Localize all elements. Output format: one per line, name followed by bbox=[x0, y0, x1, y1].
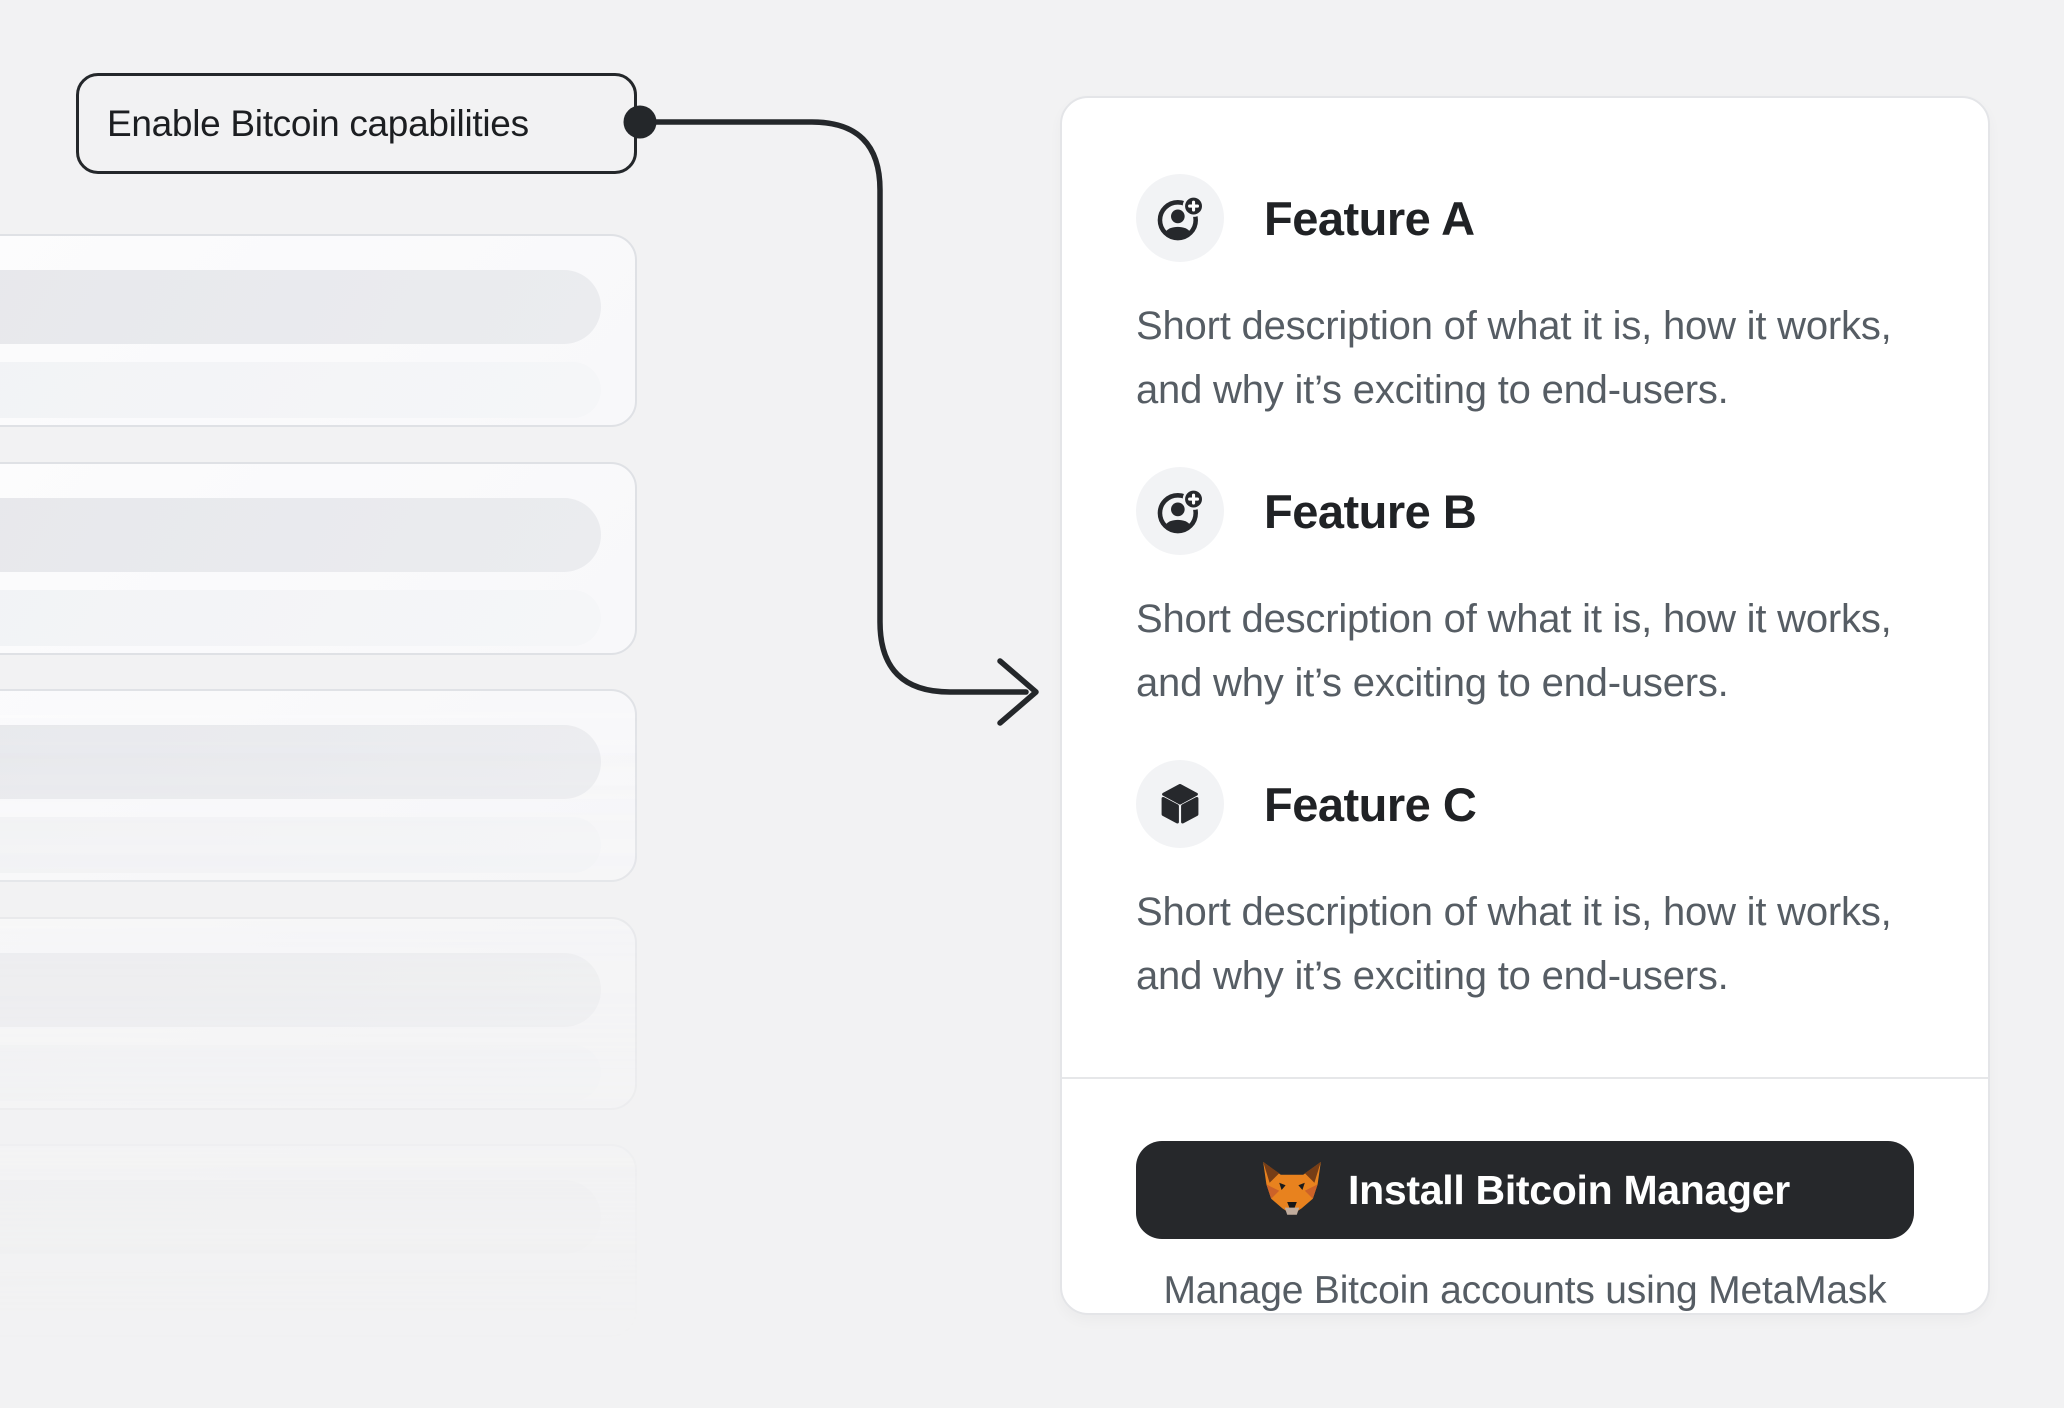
skeleton-line bbox=[0, 817, 601, 873]
feature-title: Feature C bbox=[1264, 777, 1477, 831]
metamask-fox-icon bbox=[1263, 1162, 1321, 1215]
panel-footer: Install Bitcoin Manager Manage Bitcoin a… bbox=[1062, 1077, 1988, 1313]
user-add-icon bbox=[1157, 195, 1205, 241]
install-bitcoin-manager-button[interactable]: Install Bitcoin Manager bbox=[1136, 1141, 1914, 1239]
skeleton-card bbox=[0, 689, 637, 882]
feature-description: Short description of what it is, how it … bbox=[1136, 597, 1892, 705]
skeleton-column bbox=[0, 234, 637, 1344]
feature-row-a: Feature A bbox=[1136, 174, 1914, 262]
skeleton-card bbox=[0, 917, 637, 1110]
arrowhead-icon bbox=[997, 658, 1039, 726]
skeleton-line bbox=[0, 362, 601, 418]
cube-icon bbox=[1161, 783, 1199, 824]
connector-line bbox=[645, 119, 1029, 695]
feature-title: Feature B bbox=[1264, 484, 1477, 538]
callout-enable-bitcoin: Enable Bitcoin capabilities bbox=[76, 73, 637, 174]
skeleton-line bbox=[0, 953, 601, 1027]
feature-description: Short description of what it is, how it … bbox=[1136, 304, 1892, 412]
feature-row-b: Feature B bbox=[1136, 467, 1914, 555]
feature-b-icon-circle bbox=[1136, 467, 1224, 555]
feature-description: Short description of what it is, how it … bbox=[1136, 890, 1892, 998]
feature-a-icon-circle bbox=[1136, 174, 1224, 262]
feature-title: Feature A bbox=[1264, 191, 1475, 245]
user-add-icon bbox=[1157, 488, 1205, 534]
skeleton-card bbox=[0, 462, 637, 655]
feature-row-c: Feature C bbox=[1136, 760, 1914, 848]
skeleton-line bbox=[0, 590, 601, 646]
skeleton-line bbox=[0, 1180, 601, 1254]
feature-c-icon-circle bbox=[1136, 760, 1224, 848]
install-button-label: Install Bitcoin Manager bbox=[1348, 1166, 1790, 1213]
feature-list: Feature A Short description of what it i… bbox=[1062, 98, 1988, 1077]
skeleton-card bbox=[0, 1144, 637, 1337]
connector-dot bbox=[623, 105, 657, 139]
skeleton-card bbox=[0, 234, 637, 427]
skeleton-line bbox=[0, 1272, 601, 1328]
callout-label: Enable Bitcoin capabilities bbox=[107, 102, 529, 144]
panel-caption: Manage Bitcoin accounts using MetaMask bbox=[1163, 1269, 1887, 1312]
skeleton-line bbox=[0, 725, 601, 799]
skeleton-line bbox=[0, 1045, 601, 1101]
skeleton-line bbox=[0, 270, 601, 344]
skeleton-line bbox=[0, 498, 601, 572]
feature-panel: Feature A Short description of what it i… bbox=[1060, 96, 1990, 1315]
